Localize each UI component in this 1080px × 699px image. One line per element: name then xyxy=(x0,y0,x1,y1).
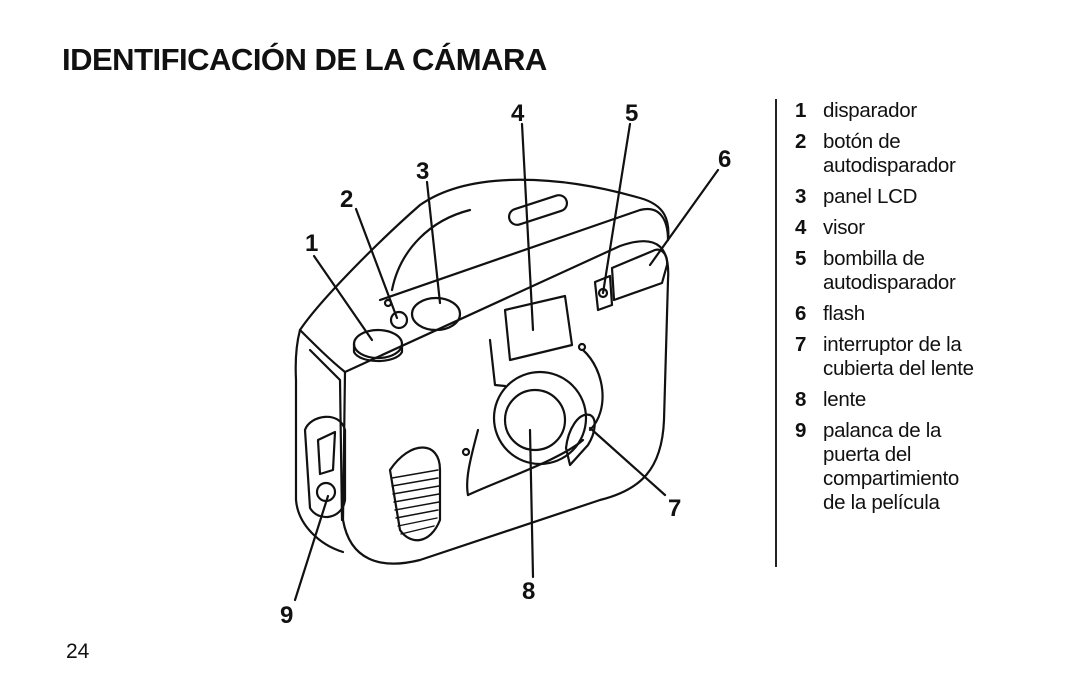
legend-item: 9 palanca de la puerta del compartimient… xyxy=(795,419,1065,515)
callout-3: 3 xyxy=(416,158,430,185)
callout-6: 6 xyxy=(718,146,732,173)
legend-item: 2 botón de autodisparador xyxy=(795,130,1065,178)
legend-number: 2 xyxy=(795,130,807,153)
legend-label: visor xyxy=(823,216,865,239)
top-slot xyxy=(507,194,569,226)
leader-line-5 xyxy=(601,122,632,295)
callout-7: 7 xyxy=(668,495,682,522)
self-timer-button xyxy=(389,310,409,330)
lens-cover-switch xyxy=(564,413,596,467)
camera-figure: 1 2 3 4 5 6 7 8 9 xyxy=(280,100,732,629)
page-title: IDENTIFICACIÓN DE LA CÁMARA xyxy=(62,42,547,77)
legend-item: 5 bombilla de autodisparador xyxy=(795,247,1065,295)
camera-top-edge xyxy=(378,207,670,302)
camera-front-body xyxy=(341,240,670,565)
callout-1: 1 xyxy=(305,230,319,257)
legend-divider xyxy=(775,99,777,567)
callout-5: 5 xyxy=(625,100,639,127)
lens-inner xyxy=(503,388,567,452)
legend-number: 5 xyxy=(795,247,807,270)
camera-side-strap xyxy=(308,348,344,522)
shutter-button-side xyxy=(352,342,404,363)
camera-illustration xyxy=(293,122,720,602)
lever-slot xyxy=(316,430,337,476)
leader-line-4 xyxy=(520,122,535,332)
camera-left-edge xyxy=(298,328,347,374)
legend-number: 7 xyxy=(795,333,807,356)
flash-window xyxy=(610,248,669,302)
film-door-lever xyxy=(303,415,347,518)
small-dot xyxy=(461,447,471,457)
legend-item: 4 visor xyxy=(795,216,1065,240)
callout-9: 9 xyxy=(280,602,294,629)
legend-label: panel LCD xyxy=(823,185,918,208)
legend-item: 8 lente xyxy=(795,388,1065,412)
legend-item: 6 flash xyxy=(795,302,1065,326)
viewfinder-window xyxy=(503,294,574,362)
leader-line-3 xyxy=(425,180,442,305)
grip-ridges xyxy=(391,469,440,535)
legend-item: 3 panel LCD xyxy=(795,185,1065,209)
legend-label: flash xyxy=(823,302,865,325)
legend-number: 6 xyxy=(795,302,807,325)
legend-label: bombilla de autodisparador xyxy=(823,247,956,294)
lcd-panel xyxy=(410,296,462,332)
legend-number: 4 xyxy=(795,216,807,239)
legend-label: botón de autodisparador xyxy=(823,130,956,177)
camera-top-back xyxy=(390,208,472,292)
legend-label: palanca de la puerta del compartimiento … xyxy=(823,419,959,514)
leader-line-1 xyxy=(312,254,374,342)
shutter-button xyxy=(352,328,404,360)
callout-2: 2 xyxy=(340,186,354,213)
camera-left-side xyxy=(294,328,345,554)
legend-label: disparador xyxy=(823,99,917,122)
leader-line-6 xyxy=(648,168,720,267)
viewfinder-frame xyxy=(488,338,507,388)
leader-line-9 xyxy=(293,494,330,602)
lever-knob xyxy=(315,481,337,503)
callout-4: 4 xyxy=(511,100,525,127)
leader-line-7 xyxy=(588,426,667,497)
leader-line-8 xyxy=(528,428,535,579)
legend-label: interruptor de la cubierta del lente xyxy=(823,333,974,380)
legend-number: 8 xyxy=(795,388,807,411)
legend-item: 1 disparador xyxy=(795,99,1065,123)
legend-item: 7 interruptor de la cubierta del lente xyxy=(795,333,1065,381)
camera-top-outline xyxy=(298,178,670,332)
legend-number: 1 xyxy=(795,99,807,122)
small-dot xyxy=(577,342,587,352)
legend-number: 3 xyxy=(795,185,807,208)
parts-legend: 1 disparador 2 botón de autodisparador 3… xyxy=(795,99,1065,522)
leader-line-2 xyxy=(354,207,399,320)
lens-shroud xyxy=(466,438,585,497)
callout-8: 8 xyxy=(522,578,536,605)
page-number: 24 xyxy=(66,640,90,663)
legend-number: 9 xyxy=(795,419,807,442)
lens-arc xyxy=(466,428,480,497)
grip-area xyxy=(388,446,442,542)
legend-label: lente xyxy=(823,388,866,411)
